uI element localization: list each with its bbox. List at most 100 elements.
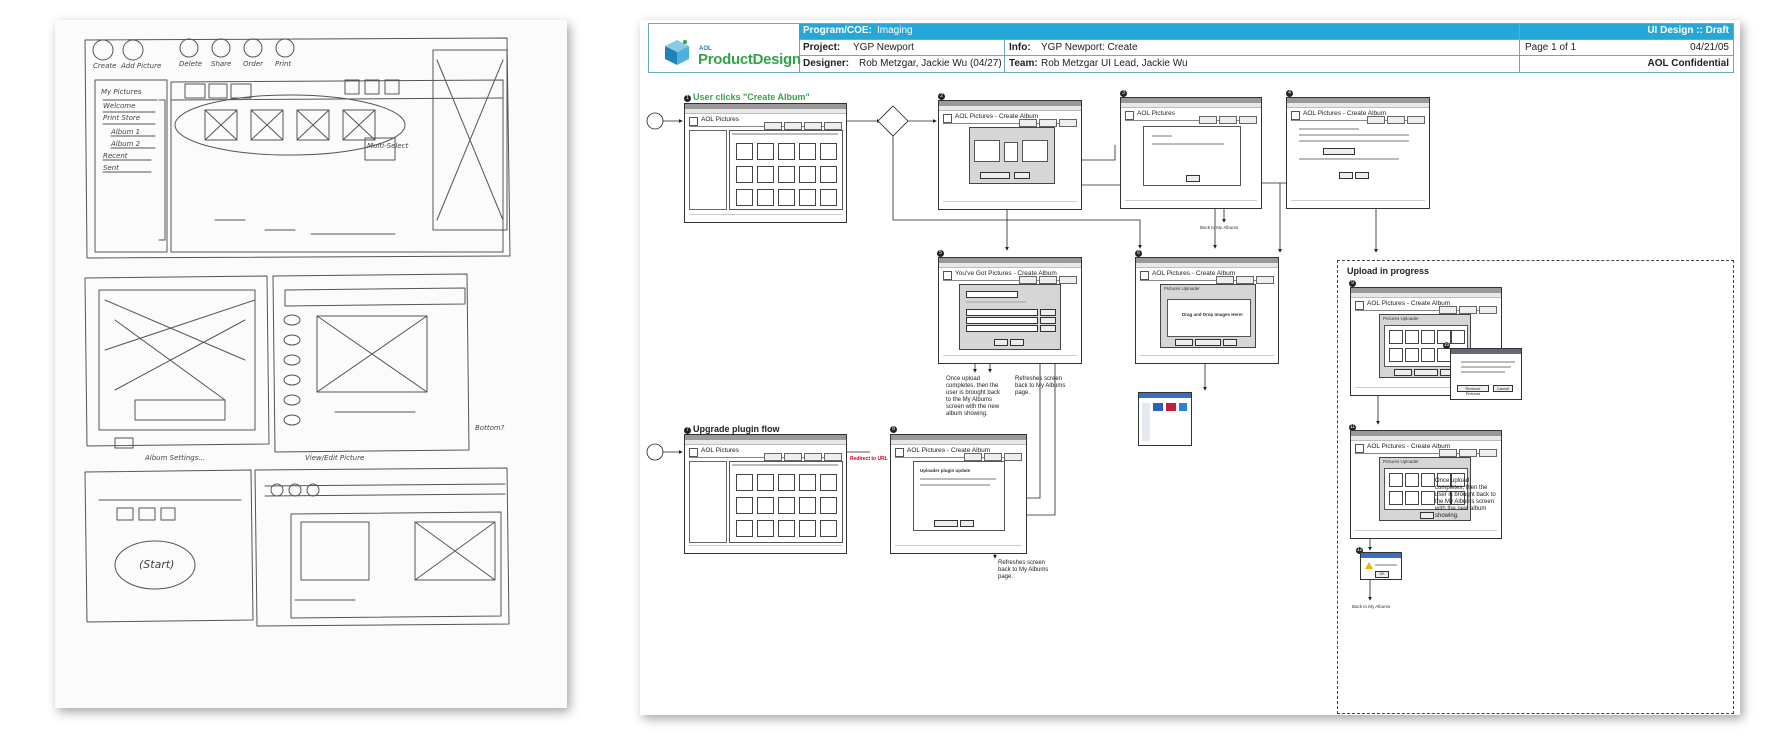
step-marker: 5 bbox=[937, 250, 944, 257]
program-label: Program/COE: bbox=[803, 25, 872, 36]
step-marker: 4 bbox=[1286, 90, 1293, 97]
screen-upgrade-albums: AOL Pictures bbox=[684, 434, 847, 554]
step-marker: 11 bbox=[1349, 424, 1356, 431]
header-cyan-row: Program/COE: Imaging UI Design :: Draft bbox=[799, 24, 1733, 39]
sketch-label-order: Order bbox=[243, 60, 264, 68]
plugin-update-label: Uploader plugin update bbox=[920, 468, 971, 473]
sketch-label-welcome: Welcome bbox=[103, 102, 135, 110]
upload-progress-panel bbox=[1337, 260, 1734, 714]
project-label: Project: bbox=[803, 42, 841, 53]
designer-value: Rob Metzgar, Jackie Wu (04/27) bbox=[859, 58, 1002, 69]
program-value: Imaging bbox=[877, 25, 913, 36]
uploader-title: Pictures Uploader bbox=[1383, 316, 1419, 321]
refresh-note-2: Refreshes screen back to My Albums page. bbox=[998, 560, 1049, 580]
status-label: UI Design :: Draft bbox=[1647, 25, 1729, 36]
sketch-label-bottom: Bottom? bbox=[475, 424, 505, 432]
screen-upload-finished: AOL Pictures - Create Album Pictures Upl… bbox=[1350, 430, 1502, 539]
album-tree bbox=[689, 130, 727, 210]
screen-title: AOL Pictures - Create Album bbox=[1367, 300, 1451, 307]
screen-title: AOL Pictures - Create Album bbox=[907, 447, 991, 454]
uploader-title: Pictures Uploader bbox=[1383, 459, 1419, 464]
back-to-albums-note: Back to My Albums bbox=[1200, 225, 1239, 230]
loading-box bbox=[1143, 126, 1241, 186]
header-divider bbox=[1519, 24, 1520, 72]
sketch-label-add-picture: Add Picture bbox=[120, 62, 161, 70]
back-to-albums-note-2: Back to My Albums bbox=[1352, 604, 1391, 609]
app-title: AOL Pictures bbox=[701, 116, 740, 123]
screen-uploader: AOL Pictures - Create Album Pictures Upl… bbox=[1135, 257, 1279, 364]
step-marker: 3 bbox=[1120, 90, 1127, 97]
sketch-label-recent: Recent bbox=[103, 152, 128, 160]
sketch-label-share: Share bbox=[211, 60, 231, 68]
sketch-label-my-pictures: My Pictures bbox=[101, 88, 142, 96]
spec-header: AOL ProductDesign Program/COE: Imaging U… bbox=[648, 23, 1734, 73]
sketch-label-album1: Album 1 bbox=[110, 128, 140, 136]
app-title: AOL Pictures bbox=[701, 447, 740, 454]
upload-complete-note-2: Once upload completes, then the user is … bbox=[1435, 478, 1496, 519]
step-marker: 6 bbox=[1135, 250, 1142, 257]
screen-title: AOL Pictures - Create Album bbox=[1303, 110, 1387, 117]
pencil-sketch: Create Add Picture Delete Share Order Pr… bbox=[84, 37, 511, 627]
sketch-label-multi-select: Multi-Select bbox=[367, 142, 408, 150]
screen-got-pictures: You've Got Pictures - Create Album bbox=[938, 257, 1082, 364]
ok-button[interactable]: OK bbox=[1375, 571, 1389, 578]
sketch-label-view-edit: View/Edit Picture bbox=[305, 454, 364, 462]
screen-loading: AOL Pictures bbox=[1120, 97, 1262, 209]
team-label: Team: bbox=[1009, 58, 1038, 69]
sketch-label-album2: Album 2 bbox=[110, 140, 141, 148]
info-label: Info: bbox=[1009, 42, 1031, 53]
team-value: Rob Metzgar UI Lead, Jackie Wu bbox=[1041, 58, 1188, 69]
cube-logo-icon bbox=[665, 40, 689, 65]
sketch-label-sent: Sent bbox=[103, 164, 119, 172]
step-marker: 12 bbox=[1356, 547, 1363, 554]
confidential-label: AOL Confidential bbox=[1647, 58, 1729, 69]
step-marker: 7 bbox=[684, 427, 691, 434]
sketch-label-print: Print bbox=[275, 60, 291, 68]
uploader-dialog: Pictures Uploader bbox=[1379, 457, 1471, 521]
sketch-sheet: Create Add Picture Delete Share Order Pr… bbox=[55, 20, 567, 708]
refresh-note: Refreshes screen back to My Albums page. bbox=[1015, 376, 1066, 396]
screen-title: AOL Pictures - Create Album bbox=[1152, 270, 1236, 277]
info-value: YGP Newport: Create bbox=[1041, 42, 1138, 53]
screen-title: AOL Pictures - Create Album bbox=[955, 113, 1039, 120]
cancel-button[interactable]: Cancel bbox=[1493, 385, 1513, 392]
picture-grid bbox=[729, 130, 843, 210]
header-divider bbox=[799, 39, 1733, 40]
wireframe-sheet: AOL ProductDesign Program/COE: Imaging U… bbox=[640, 20, 1740, 715]
sketch-label-create: Create bbox=[93, 62, 116, 70]
warning-icon bbox=[1365, 562, 1373, 569]
alert-dialog: OK bbox=[1360, 552, 1402, 580]
spec-date: 04/21/05 bbox=[1690, 42, 1729, 53]
screen-create-album: AOL Pictures - Create Album bbox=[938, 100, 1082, 210]
page-number: Page 1 of 1 bbox=[1525, 42, 1577, 53]
album-form bbox=[959, 284, 1061, 350]
main-flow-title: User clicks "Create Album" bbox=[693, 92, 810, 102]
app-title: AOL Pictures bbox=[1137, 110, 1176, 117]
step-marker: 10 bbox=[1443, 342, 1450, 349]
step-marker: 9 bbox=[1349, 280, 1356, 287]
sketch-label-start: (Start) bbox=[139, 558, 174, 571]
album-tree bbox=[689, 461, 727, 543]
remove-pictures-button[interactable]: Remove Pictures bbox=[1457, 385, 1489, 396]
file-browse-window bbox=[1138, 392, 1192, 446]
drag-drop-label: Drag and Drop Images Here! bbox=[1182, 312, 1243, 317]
uploader-dialog: Pictures Uploader Drag and Drop Images H… bbox=[1160, 284, 1256, 348]
step-marker: 8 bbox=[890, 426, 897, 433]
step-marker: 1 bbox=[684, 95, 691, 102]
upgrade-flow-title: Upgrade plugin flow bbox=[693, 424, 780, 434]
logo-product-design: ProductDesign bbox=[698, 51, 801, 68]
plugin-update-box: Uploader plugin update bbox=[913, 461, 1005, 531]
uploader-title: Pictures Uploader bbox=[1164, 286, 1200, 291]
logo: AOL ProductDesign bbox=[649, 24, 801, 72]
sketch-label-print-store: Print Store bbox=[103, 114, 140, 122]
upload-complete-note: Once upload completes, then the user is … bbox=[946, 376, 1001, 417]
sketch-label-album-settings: Album Settings... bbox=[144, 454, 205, 462]
redirect-note: Redirect to URL bbox=[850, 456, 888, 462]
step-marker: 2 bbox=[938, 93, 945, 100]
sketch-label-delete: Delete bbox=[179, 60, 202, 68]
designer-label: Designer: bbox=[803, 58, 850, 69]
screen-plugin-update: AOL Pictures - Create Album Uploader plu… bbox=[890, 434, 1027, 554]
upload-progress-title: Upload in progress bbox=[1347, 266, 1430, 276]
picture-grid bbox=[729, 461, 843, 543]
dialog bbox=[969, 127, 1055, 184]
